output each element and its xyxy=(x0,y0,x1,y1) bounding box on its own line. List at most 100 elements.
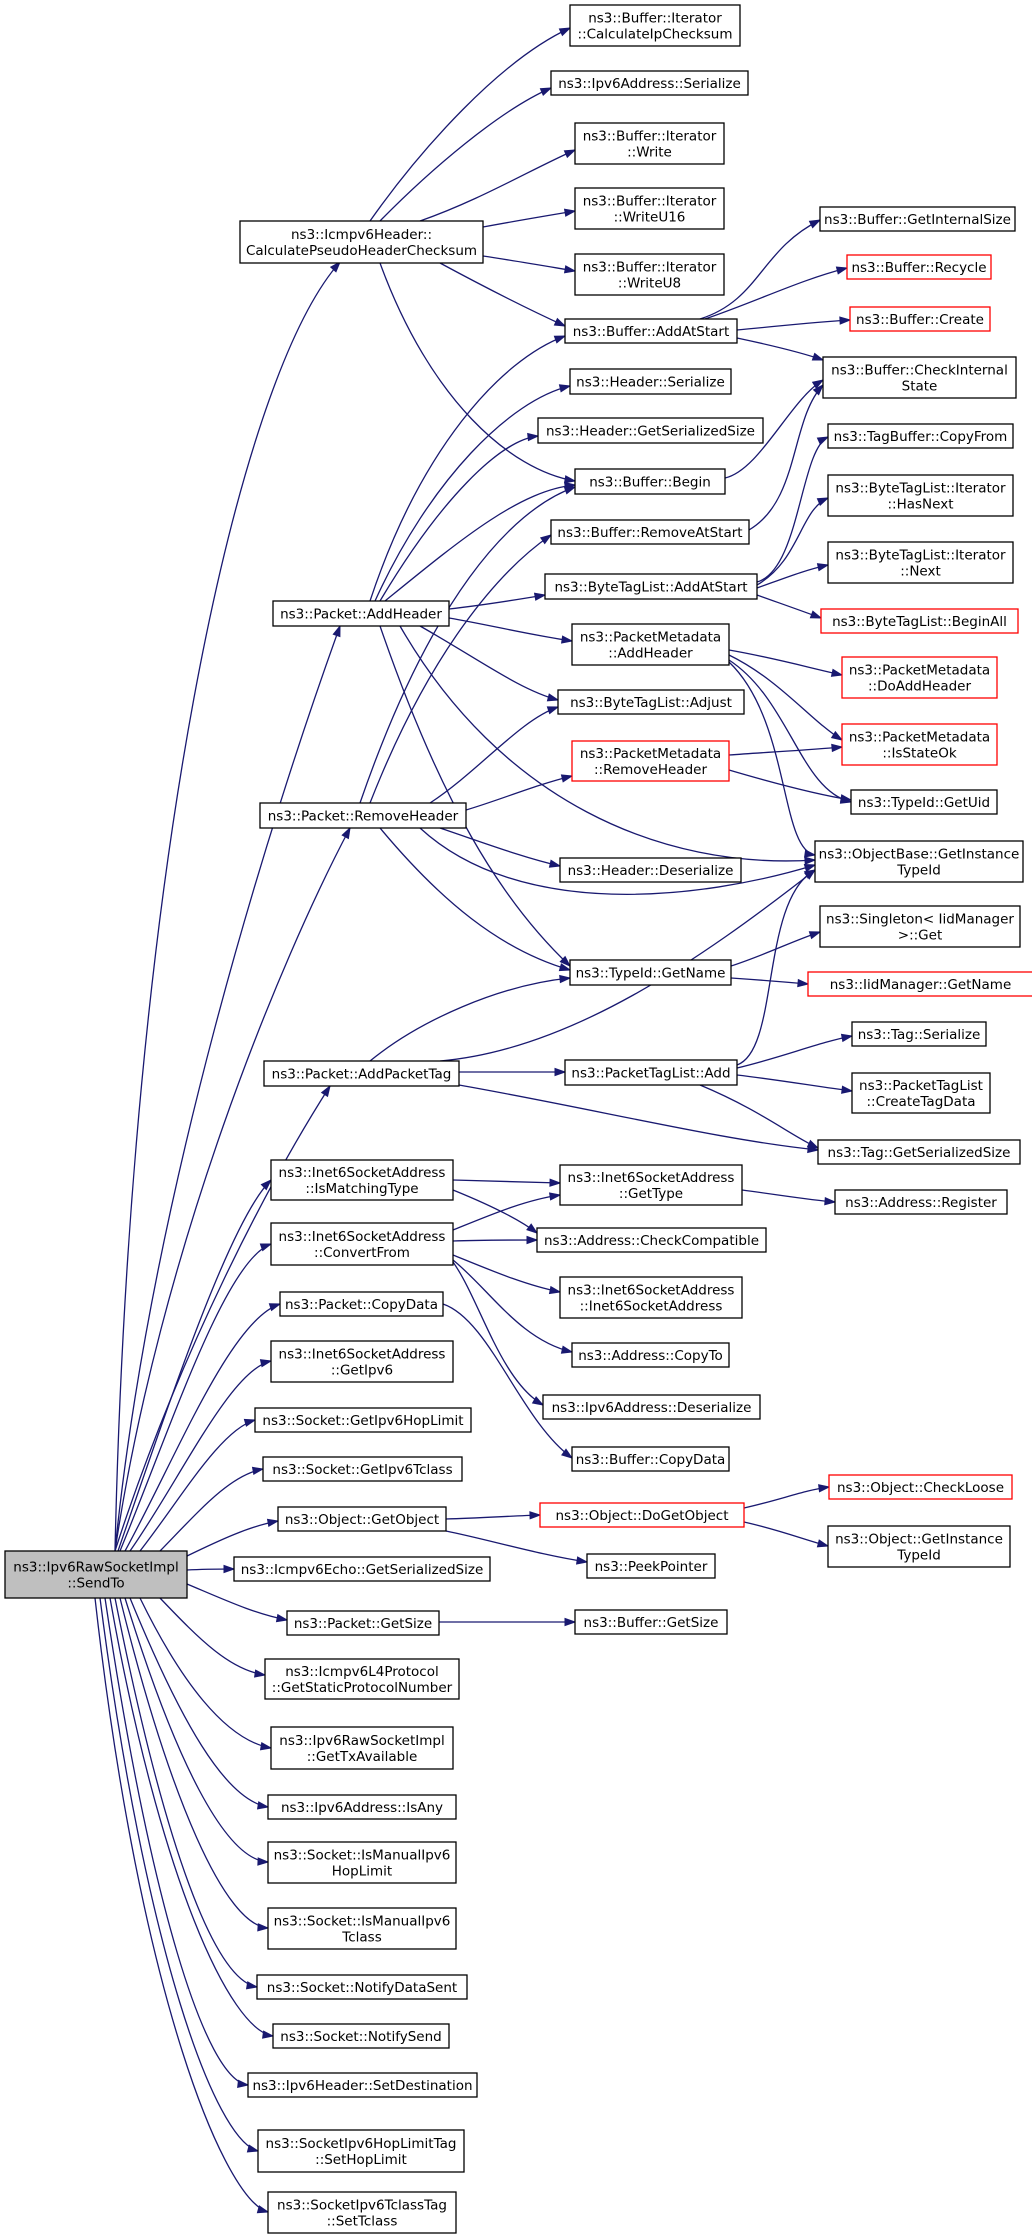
node-echosize[interactable]: ns3::Icmpv6Echo::GetSerializedSize xyxy=(233,1556,491,1582)
node-typeid-getuid[interactable]: ns3::TypeId::GetUid xyxy=(850,789,998,815)
node-getinternalsize[interactable]: ns3::Buffer::GetInternalSize xyxy=(819,206,1016,232)
node-calcip[interactable]: ns3::Buffer::Iterator::CalculateIpChecks… xyxy=(569,4,741,47)
node-checkcompat[interactable]: ns3::Address::CheckCompatible xyxy=(536,1227,767,1253)
node-getobject[interactable]: ns3::Object::GetObject xyxy=(277,1506,447,1532)
node-ipv6ser[interactable]: ns3::Ipv6Address::Serialize xyxy=(550,70,749,96)
node-box xyxy=(819,905,1021,948)
node-pm-addheader[interactable]: ns3::PacketMetadata::AddHeader xyxy=(571,623,730,666)
node-gettx[interactable]: ns3::Ipv6RawSocketImpl::GetTxAvailable xyxy=(270,1726,454,1770)
node-label-line: ::CreateTagData xyxy=(866,1094,975,1110)
edge-line xyxy=(743,1486,830,1509)
node-pm-removeheader[interactable]: ns3::PacketMetadata::RemoveHeader xyxy=(571,740,730,782)
node-buf-getsize[interactable]: ns3::Buffer::GetSize xyxy=(574,1609,728,1635)
node-i6-gettype[interactable]: ns3::Inet6SocketAddress::GetType xyxy=(559,1164,743,1206)
edge-line xyxy=(482,255,576,272)
node-box xyxy=(851,1021,987,1047)
node-label-line: ns3::Buffer::Iterator xyxy=(583,194,717,210)
node-removeheader[interactable]: ns3::Packet::RemoveHeader xyxy=(259,802,467,829)
node-getipv6hoplimit[interactable]: ns3::Socket::GetIpv6HopLimit xyxy=(254,1407,472,1433)
node-btl-hasnext[interactable]: ns3::ByteTagList::Iterator::HasNext xyxy=(827,474,1014,517)
node-create[interactable]: ns3::Buffer::Create xyxy=(849,306,991,332)
node-label-line: ::GetTxAvailable xyxy=(307,1749,418,1765)
node-copydata[interactable]: ns3::Packet::CopyData xyxy=(279,1291,444,1317)
node-notifysend[interactable]: ns3::Socket::NotifySend xyxy=(272,2023,450,2049)
node-sethoplimit[interactable]: ns3::SocketIpv6HopLimitTag::SetHopLimit xyxy=(257,2129,465,2173)
edge-icmp_csum-to-begin xyxy=(379,262,577,484)
node-setdest[interactable]: ns3::Ipv6Header::SetDestination xyxy=(247,2072,478,2098)
arrowhead xyxy=(554,1067,567,1077)
node-itwriteu8[interactable]: ns3::Buffer::Iterator::WriteU8 xyxy=(574,253,725,296)
node-typeid-getname[interactable]: ns3::TypeId::GetName xyxy=(569,959,732,986)
node-label-line: ns3::ByteTagList::Iterator xyxy=(835,481,1006,497)
edge-line xyxy=(139,1597,272,1749)
node-addheader[interactable]: ns3::Packet::AddHeader xyxy=(272,600,450,627)
node-getipv6tclass[interactable]: ns3::Socket::GetIpv6Tclass xyxy=(262,1456,463,1482)
node-tag-serialize[interactable]: ns3::Tag::Serialize xyxy=(851,1021,987,1047)
node-label-line: ns3::Inet6SocketAddress xyxy=(279,1165,446,1181)
node-icmp-csum[interactable]: ns3::Icmpv6Header::CalculatePseudoHeader… xyxy=(239,220,484,264)
node-pm-doaddheader[interactable]: ns3::PacketMetadata::DoAddHeader xyxy=(841,656,998,699)
node-i6-ctor[interactable]: ns3::Inet6SocketAddress::Inet6SocketAddr… xyxy=(559,1276,743,1319)
node-iid-getname[interactable]: ns3::IidManager::GetName xyxy=(807,971,1032,997)
node-itwriteu16[interactable]: ns3::Buffer::Iterator::WriteU16 xyxy=(574,187,725,230)
node-addatstart[interactable]: ns3::Buffer::AddAtStart xyxy=(564,318,738,344)
node-btl-addatstart[interactable]: ns3::ByteTagList::AddAtStart xyxy=(544,573,758,600)
node-dogetobject[interactable]: ns3::Object::DoGetObject xyxy=(539,1502,745,1528)
node-singleton-get[interactable]: ns3::Singleton< IidManager>::Get xyxy=(819,905,1021,948)
edge-line xyxy=(482,210,576,228)
edge-convertfrom-to-i6_gettype xyxy=(452,1192,562,1231)
arrowhead xyxy=(808,931,822,940)
node-recycle[interactable]: ns3::Buffer::Recycle xyxy=(846,254,992,280)
node-addpackettag[interactable]: ns3::Packet::AddPacketTag xyxy=(263,1060,460,1087)
arrowhead xyxy=(268,1303,282,1312)
node-hdrgetsize[interactable]: ns3::Header::GetSerializedSize xyxy=(537,417,764,444)
arrowhead xyxy=(811,379,825,390)
node-pm-isstateok[interactable]: ns3::PacketMetadata::IsStateOk xyxy=(841,723,998,766)
edge-line xyxy=(114,1085,331,1552)
node-label-line: ns3::Inet6SocketAddress xyxy=(279,1347,446,1363)
node-ptl-createtag[interactable]: ns3::PacketTagList::CreateTagData xyxy=(851,1072,991,1114)
node-ismatching[interactable]: ns3::Inet6SocketAddress::IsMatchingType xyxy=(270,1159,454,1201)
node-addr-register[interactable]: ns3::Address::Register xyxy=(834,1189,1008,1215)
node-btl-beginall[interactable]: ns3::ByteTagList::BeginAll xyxy=(820,608,1019,634)
node-box xyxy=(574,1609,728,1635)
node-peekpointer[interactable]: ns3::PeekPointer xyxy=(586,1553,716,1579)
node-ipv6deser[interactable]: ns3::Ipv6Address::Deserialize xyxy=(542,1394,761,1420)
arrowhead xyxy=(816,563,830,572)
node-packetgetsize[interactable]: ns3::Packet::GetSize xyxy=(286,1610,440,1636)
node-btl-next[interactable]: ns3::ByteTagList::Iterator::Next xyxy=(827,541,1014,584)
node-root[interactable]: ns3::Ipv6RawSocketImpl::SendTo xyxy=(4,1550,188,1599)
node-convertfrom[interactable]: ns3::Inet6SocketAddress::ConvertFrom xyxy=(270,1222,454,1266)
node-tag-getsize[interactable]: ns3::Tag::GetSerializedSize xyxy=(817,1139,1021,1165)
node-hdrser[interactable]: ns3::Header::Serialize xyxy=(569,368,732,395)
edge-root-to-settclass xyxy=(94,1597,270,2214)
node-isany[interactable]: ns3::Ipv6Address::IsAny xyxy=(267,1794,457,1820)
node-tagbuf-copyfrom[interactable]: ns3::TagBuffer::CopyFrom xyxy=(827,423,1014,449)
node-label-line: ns3::ByteTagList::Iterator xyxy=(835,548,1006,564)
node-label-line: ::IsStateOk xyxy=(882,746,956,762)
node-buf-copydata[interactable]: ns3::Buffer::CopyData xyxy=(571,1446,730,1472)
node-checkloose[interactable]: ns3::Object::CheckLoose xyxy=(828,1474,1013,1500)
node-btl-adjust[interactable]: ns3::ByteTagList::Adjust xyxy=(557,689,745,715)
node-notifydatasent[interactable]: ns3::Socket::NotifyDataSent xyxy=(256,1974,468,2000)
node-settclass[interactable]: ns3::SocketIpv6TclassTag::SetTclass xyxy=(267,2191,457,2234)
edge-pm_removeheader-to-typeid_getuid xyxy=(728,769,853,803)
node-begin[interactable]: ns3::Buffer::Begin xyxy=(574,468,726,495)
node-label-line: ns3::ByteTagList::Adjust xyxy=(570,695,732,711)
node-label-line: ::Next xyxy=(900,564,941,580)
node-hdrdeser[interactable]: ns3::Header::Deserialize xyxy=(559,857,742,883)
edge-pm_addheader-to-objbase_getinst xyxy=(728,661,817,858)
node-itwrite[interactable]: ns3::Buffer::Iterator::Write xyxy=(574,122,725,165)
node-addr-copyto[interactable]: ns3::Address::CopyTo xyxy=(571,1342,730,1368)
node-getipv6[interactable]: ns3::Inet6SocketAddress::GetIpv6 xyxy=(270,1340,454,1383)
arrowhead xyxy=(563,475,577,484)
node-l4proto[interactable]: ns3::Icmpv6L4Protocol::GetStaticProtocol… xyxy=(264,1658,460,1700)
node-ptl-add[interactable]: ns3::PacketTagList::Add xyxy=(564,1059,738,1086)
node-removeatstart[interactable]: ns3::Buffer::RemoveAtStart xyxy=(550,519,750,545)
